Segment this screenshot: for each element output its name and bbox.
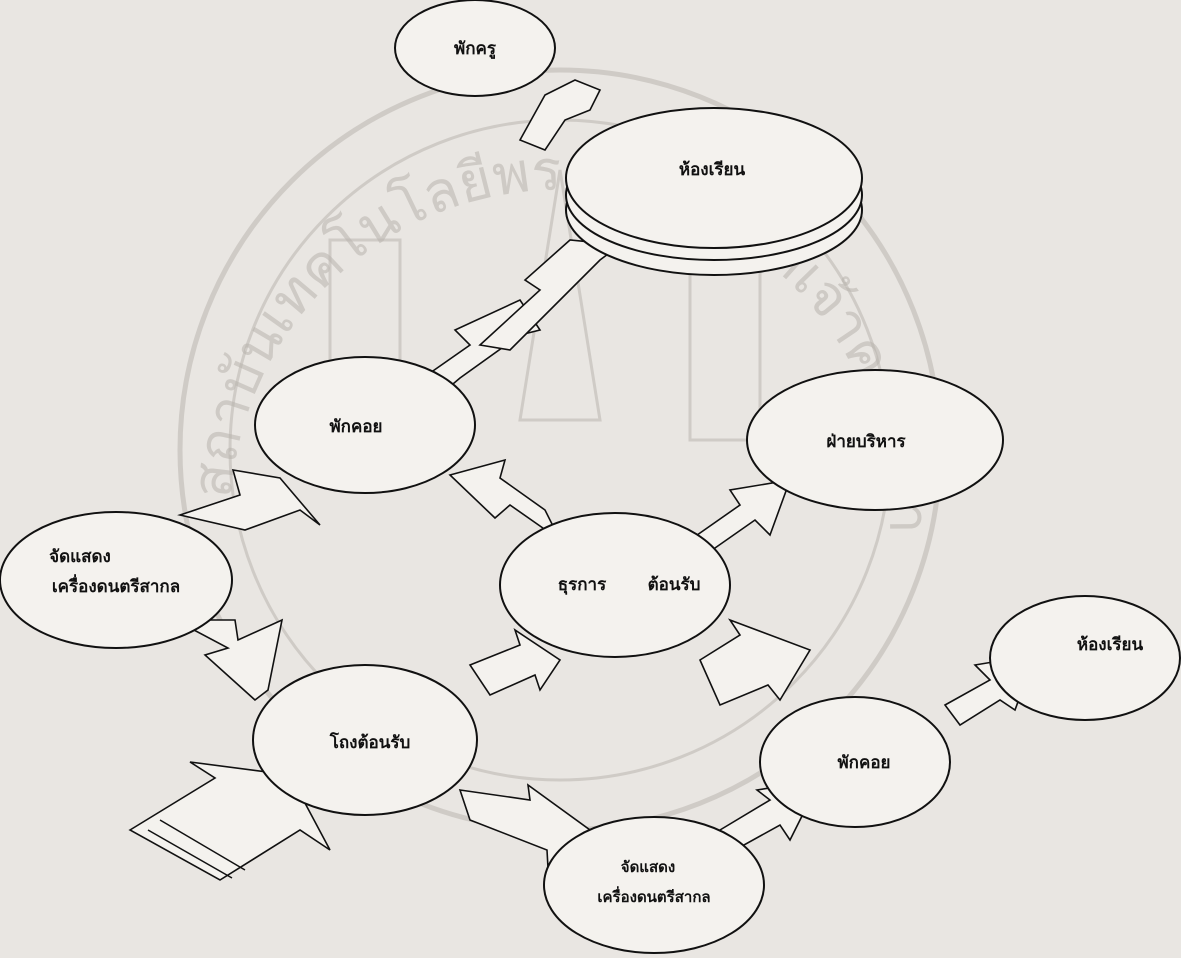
node-classroom-main: ห้องเรียน: [565, 107, 863, 276]
node-administration-label: ฝ่ายบริหาร: [826, 432, 906, 452]
node-exhibition-left-line1: จัดแสดง: [49, 547, 111, 567]
node-reception-hall-label: โถงต้อนรับ: [329, 732, 411, 753]
arrow-classroom-to-teacher-room: [518, 79, 602, 151]
node-waiting-left: พักคอย: [254, 356, 476, 494]
node-administration: ฝ่ายบริหาร: [746, 369, 1004, 511]
node-exhibition-bottom-line1: จัดแสดง: [621, 858, 675, 876]
node-waiting-right-label: พักคอย: [837, 753, 890, 773]
node-reception-hall: โถงต้อนรับ: [252, 664, 478, 816]
node-exhibition-bottom: จัดแสดง เครื่องดนตรีสากล: [543, 816, 765, 954]
node-office: ธุรการ ต้อนรับ: [499, 512, 731, 658]
arrow-office-to-exhibition-bottom: [698, 618, 812, 707]
flow-arrows: [128, 79, 1037, 881]
arrow-office-to-waiting-left: [448, 458, 561, 541]
arrow-reception-to-office: [468, 628, 562, 697]
node-office-line1: ธุรการ: [558, 575, 607, 595]
node-classroom-main-label: ห้องเรียน: [679, 159, 746, 180]
node-exhibition-left: จัดแสดง เครื่องดนตรีสากล: [0, 511, 233, 649]
node-classroom-right-label: ห้องเรียน: [1077, 634, 1144, 655]
node-exhibition-left-line2: เครื่องดนตรีสากล: [52, 574, 180, 597]
arrow-reception-to-exhibition-left: [174, 618, 284, 702]
node-teacher-room-label: พักครู: [454, 39, 497, 60]
node-waiting-right: พักคอย: [759, 696, 951, 828]
arrow-exhibition-to-waiting-left: [177, 468, 321, 531]
entry-arrow: [128, 761, 331, 881]
node-classroom-right: ห้องเรียน: [989, 595, 1181, 721]
node-teacher-room: พักครู: [394, 0, 556, 97]
node-office-line2: ต้อนรับ: [648, 575, 701, 595]
node-exhibition-bottom-line2: เครื่องดนตรีสากล: [597, 886, 710, 906]
node-waiting-left-label: พักคอย: [329, 417, 382, 437]
